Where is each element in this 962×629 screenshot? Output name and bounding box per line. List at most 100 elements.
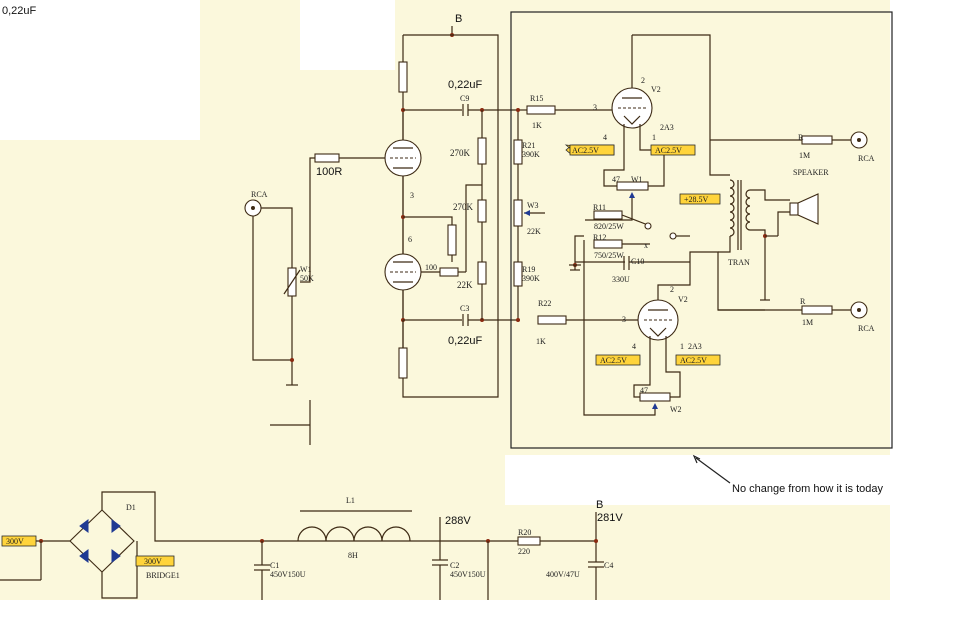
r20-value: 220 xyxy=(518,547,530,556)
v2-top-pin-a: 2 xyxy=(641,76,645,85)
w3-value: 22K xyxy=(527,227,541,236)
heater-tag-3-text: AC2.5V xyxy=(600,356,627,365)
b-plus-tag-text: +28.5V xyxy=(684,195,709,204)
r20-ref: R20 xyxy=(518,528,531,537)
v2-bot-ref: V2 xyxy=(678,295,688,304)
pin3-label: 3 xyxy=(410,191,414,200)
heater-tag-2 xyxy=(650,144,696,156)
preamp-b-label: B xyxy=(455,13,462,25)
annotation: No change from how it is today xyxy=(692,454,884,495)
r11-value: 820/25W xyxy=(594,222,624,231)
res-270k-b xyxy=(477,199,487,223)
rca-bot-r-value: 1M xyxy=(802,318,813,327)
rca-bot-resistor xyxy=(801,305,833,315)
r12-ref: R12 xyxy=(593,233,606,242)
rca-top-r-value: 1M xyxy=(799,151,810,160)
rca-top-resistor xyxy=(801,135,833,145)
res-270k-b-label: 270K xyxy=(453,202,474,212)
v2-bot-pin-f2: 1 xyxy=(680,342,684,351)
r22-value: 1K xyxy=(536,337,546,346)
ac-tag-text: 300V xyxy=(6,537,24,546)
v288-label: 288V xyxy=(445,515,471,527)
v2-top-ref: V2 xyxy=(651,85,661,94)
hum-pot-top-ref: W1 xyxy=(631,175,643,184)
r22 xyxy=(537,315,567,325)
pin6-label: 6 xyxy=(408,235,412,244)
res-270k-a-label: 270K xyxy=(450,148,471,158)
w3-ref: W3 xyxy=(527,201,539,210)
input-rca-label: RCA xyxy=(251,190,268,199)
v2-top-pin-f2: 1 xyxy=(652,133,656,142)
c9-value: 0,22uF xyxy=(448,79,483,91)
plate-resistor-top xyxy=(398,61,408,93)
bridge-name: BRIDGE1 xyxy=(146,571,180,580)
r19-value: 390K xyxy=(522,274,540,283)
heater-tag-2-text: AC2.5V xyxy=(655,146,682,155)
hum-pot-bottom[interactable] xyxy=(639,392,671,402)
r21-value: 390K xyxy=(522,150,540,159)
r22-ref: R22 xyxy=(538,299,551,308)
choke-ref: L1 xyxy=(346,496,355,505)
heater-tag-1 xyxy=(569,144,615,156)
c3-ref: C3 xyxy=(460,304,469,313)
volume-pot-value: 50K xyxy=(300,274,314,283)
v2-bot-type: 2A3 xyxy=(688,342,702,351)
c10-value: 330U xyxy=(612,275,630,284)
annotation-arrow xyxy=(695,457,731,484)
heater-tag-4-text: AC2.5V xyxy=(680,356,707,365)
hum-pot-top[interactable] xyxy=(616,181,649,191)
v2-top-pin-grid: 3 xyxy=(593,103,597,112)
switch-x: x xyxy=(644,241,648,250)
rca-top-label: RCA xyxy=(858,154,875,163)
speaker-icon: SPEAKER xyxy=(789,168,829,225)
res-100 xyxy=(439,267,459,277)
c4-ref: C4 xyxy=(604,561,613,570)
res-22k-label: 22K xyxy=(457,280,473,290)
c3-value: 0,22uF xyxy=(448,335,483,347)
r20 xyxy=(517,536,541,546)
output-stage-frame xyxy=(510,11,893,449)
grid-resistor xyxy=(314,153,340,163)
bridge-ref: D1 xyxy=(126,503,136,512)
r19 xyxy=(513,261,523,287)
rca-top-r-ref: R xyxy=(798,133,804,142)
hum-pot-top-value: 47 xyxy=(612,175,620,184)
hum-pot-bot-ref: W2 xyxy=(670,405,682,414)
corner-cap-label: 0,22uF xyxy=(2,5,37,17)
c4-value: 400V/47U xyxy=(546,570,580,579)
c2-ref: C2 xyxy=(450,561,459,570)
grid-resistor-label: 100R xyxy=(316,166,342,178)
cathode-resistor xyxy=(447,224,457,256)
w3-pot[interactable] xyxy=(513,199,523,227)
c9-ref: C9 xyxy=(460,94,469,103)
c1-ref: C1 xyxy=(270,561,279,570)
v2-top-type: 2A3 xyxy=(660,123,674,132)
speaker-label: SPEAKER xyxy=(793,168,829,177)
output-transformer: TRAN xyxy=(718,179,790,301)
r12-value: 750/25W xyxy=(594,251,624,260)
v2-top-pin-f1: 4 xyxy=(603,133,607,142)
heater-tag-4 xyxy=(675,354,721,366)
choke-value: 8H xyxy=(348,551,358,560)
r19-ref: R19 xyxy=(522,265,535,274)
heater-tag-3 xyxy=(595,354,641,366)
plate-resistor-bottom xyxy=(398,347,408,379)
v2-bot-pin-a: 2 xyxy=(670,285,674,294)
r21 xyxy=(513,139,523,165)
rca-bot-r-ref: R xyxy=(800,297,806,306)
res-270k-a xyxy=(477,137,487,165)
rca-bot-label: RCA xyxy=(858,324,875,333)
output-stage-section: R15 1K R21 390K W3 22K R19 390K R22 1K 3… xyxy=(510,11,893,449)
v2-bot-pin-grid: 3 xyxy=(622,315,626,324)
c10-ref: C10 xyxy=(631,257,644,266)
transformer-label: TRAN xyxy=(728,258,750,267)
volume-pot-ref: W1 xyxy=(300,265,312,274)
v281-label: 281V xyxy=(597,512,623,524)
r15-value: 1K xyxy=(532,121,542,130)
heater-tag-1-text: AC2.5V xyxy=(572,146,599,155)
rect-tag-text: 300V xyxy=(144,557,162,566)
res-100-label: 100 xyxy=(425,263,437,272)
c2-value: 450V150U xyxy=(450,570,486,579)
